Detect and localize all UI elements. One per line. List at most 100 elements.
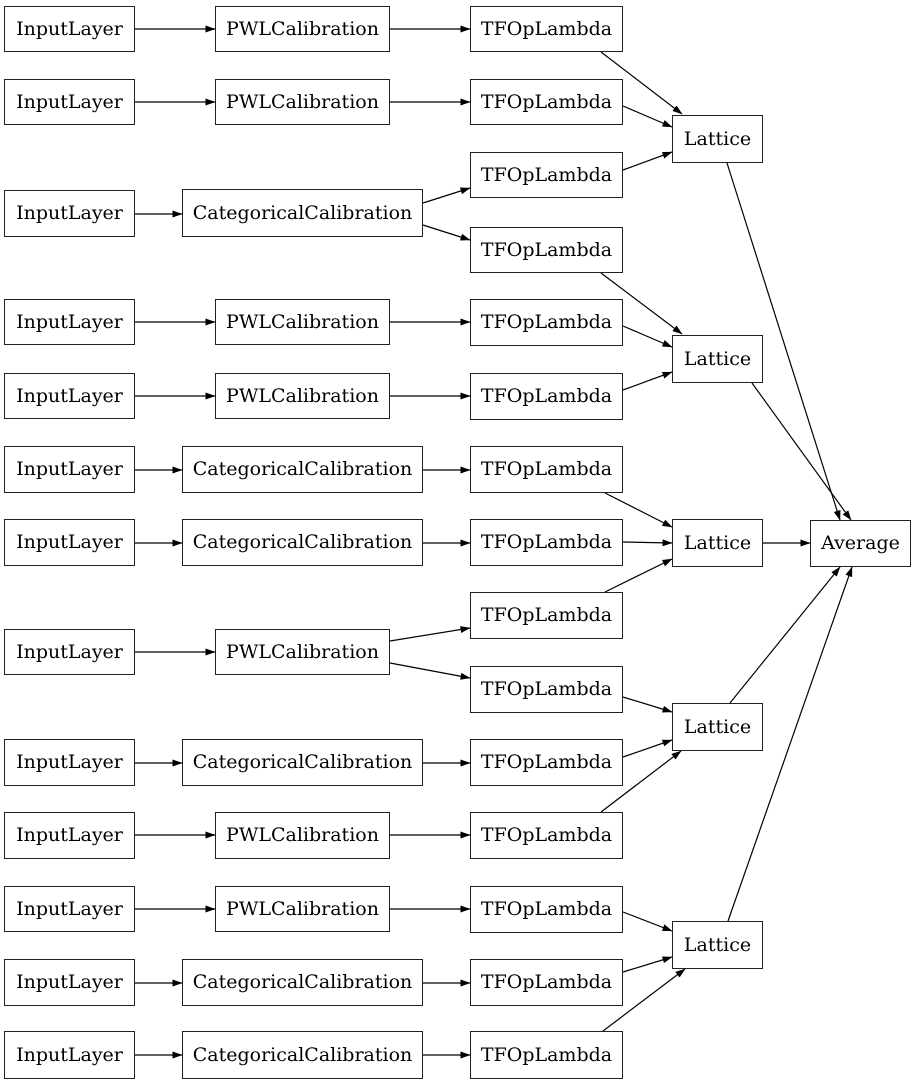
node-label: TFOpLambda — [480, 458, 613, 480]
edge-t10-l4 — [622, 696, 673, 713]
node-label: Lattice — [683, 347, 752, 370]
edge-t14-l5 — [622, 956, 673, 973]
node-label: TFOpLambda — [480, 163, 613, 186]
node-label: Average — [821, 532, 900, 554]
node-i8-input-layer: InputLayer — [4, 629, 135, 675]
edge-l4-avg — [729, 566, 841, 704]
node-label: TFOpLambda — [480, 824, 613, 846]
node-l4-lattice: Lattice — [672, 703, 763, 751]
edge-l1-avg — [726, 162, 841, 521]
node-label: CategoricalCalibration — [192, 751, 413, 773]
node-label: InputLayer — [16, 17, 123, 40]
node-c2-pwl-calibration: PWLCalibration — [215, 79, 390, 125]
node-label: InputLayer — [16, 824, 123, 846]
node-label: TFOpLambda — [480, 238, 613, 261]
node-label: Lattice — [683, 715, 752, 738]
node-t3-tf-op-lambda: TFOpLambda — [470, 152, 623, 198]
node-label: TFOpLambda — [480, 385, 613, 407]
node-c3-categorical-calibration: CategoricalCalibration — [182, 189, 423, 237]
node-c1-pwl-calibration: PWLCalibration — [215, 6, 390, 52]
node-t5-tf-op-lambda: TFOpLambda — [470, 299, 623, 346]
node-c6-categorical-calibration: CategoricalCalibration — [182, 446, 423, 493]
edge-l5-avg — [727, 566, 853, 922]
node-label: InputLayer — [16, 971, 123, 993]
node-i9-input-layer: InputLayer — [4, 739, 135, 786]
node-i1-input-layer: InputLayer — [4, 6, 135, 52]
node-i11-input-layer: InputLayer — [4, 886, 135, 932]
node-i4-input-layer: InputLayer — [4, 299, 135, 345]
node-avg-average: Average — [810, 520, 911, 567]
node-t12-tf-op-lambda: TFOpLambda — [470, 812, 623, 859]
node-label: Lattice — [683, 933, 752, 956]
node-label: CategoricalCalibration — [192, 458, 413, 480]
edge-c3-t4 — [422, 224, 471, 241]
node-label: InputLayer — [16, 1043, 123, 1066]
node-label: PWLCalibration — [226, 824, 379, 846]
node-i13-input-layer: InputLayer — [4, 1031, 135, 1079]
node-t15-tf-op-lambda: TFOpLambda — [470, 1031, 623, 1079]
node-label: InputLayer — [16, 751, 123, 773]
node-c4-pwl-calibration: PWLCalibration — [215, 299, 390, 345]
edge-t13-l5 — [622, 911, 673, 932]
node-label: InputLayer — [16, 384, 123, 407]
node-t9-tf-op-lambda: TFOpLambda — [470, 592, 623, 639]
node-t10-tf-op-lambda: TFOpLambda — [470, 666, 623, 713]
node-i7-input-layer: InputLayer — [4, 519, 135, 566]
node-t13-tf-op-lambda: TFOpLambda — [470, 886, 623, 933]
node-i12-input-layer: InputLayer — [4, 959, 135, 1006]
node-label: PWLCalibration — [226, 17, 379, 40]
node-t6-tf-op-lambda: TFOpLambda — [470, 373, 623, 420]
edge-t15-l5 — [602, 968, 686, 1032]
edge-t8-l3 — [622, 539, 673, 547]
node-label: CategoricalCalibration — [192, 201, 413, 224]
edge-l2-avg — [751, 382, 852, 521]
node-label: Lattice — [683, 127, 752, 150]
node-c13-categorical-calibration: CategoricalCalibration — [182, 1031, 423, 1079]
node-c8-pwl-calibration: PWLCalibration — [215, 629, 390, 675]
node-label: InputLayer — [16, 640, 123, 663]
node-label: CategoricalCalibration — [192, 531, 413, 553]
edge-t1-l1 — [600, 51, 683, 115]
edge-t6-l2 — [622, 371, 673, 391]
edge-c8-t10 — [389, 662, 471, 680]
edge-t12-l4 — [600, 750, 682, 813]
node-label: InputLayer — [16, 897, 123, 920]
node-t2-tf-op-lambda: TFOpLambda — [470, 79, 623, 125]
node-i6-input-layer: InputLayer — [4, 446, 135, 493]
node-i5-input-layer: InputLayer — [4, 373, 135, 419]
node-t11-tf-op-lambda: TFOpLambda — [470, 739, 623, 786]
node-t7-tf-op-lambda: TFOpLambda — [470, 446, 623, 493]
node-label: PWLCalibration — [226, 310, 379, 333]
node-t1-tf-op-lambda: TFOpLambda — [470, 6, 623, 52]
node-i2-input-layer: InputLayer — [4, 79, 135, 125]
node-l1-lattice: Lattice — [672, 115, 763, 163]
node-label: CategoricalCalibration — [192, 971, 413, 993]
node-c7-categorical-calibration: CategoricalCalibration — [182, 519, 423, 566]
node-c10-pwl-calibration: PWLCalibration — [215, 812, 390, 859]
node-label: PWLCalibration — [226, 897, 379, 920]
node-label: InputLayer — [16, 202, 123, 224]
node-label: TFOpLambda — [480, 17, 613, 40]
node-label: TFOpLambda — [480, 678, 613, 700]
node-l3-lattice: Lattice — [672, 519, 763, 567]
edge-t9-l3 — [604, 558, 673, 593]
edge-c8-t9 — [389, 626, 471, 642]
node-label: TFOpLambda — [480, 1043, 613, 1066]
node-i10-input-layer: InputLayer — [4, 812, 135, 859]
node-label: PWLCalibration — [226, 384, 379, 407]
node-label: PWLCalibration — [226, 640, 379, 663]
node-l2-lattice: Lattice — [672, 335, 763, 383]
node-t14-tf-op-lambda: TFOpLambda — [470, 959, 623, 1006]
node-label: PWLCalibration — [226, 90, 379, 113]
node-label: TFOpLambda — [480, 604, 613, 626]
node-label: TFOpLambda — [480, 90, 613, 113]
node-label: TFOpLambda — [480, 531, 613, 553]
node-c9-categorical-calibration: CategoricalCalibration — [182, 739, 423, 786]
edge-t11-l4 — [622, 739, 673, 758]
edge-t4-l2 — [600, 272, 683, 335]
node-label: CategoricalCalibration — [192, 1043, 413, 1066]
edge-c3-t3 — [422, 187, 471, 204]
node-label: TFOpLambda — [480, 898, 613, 920]
